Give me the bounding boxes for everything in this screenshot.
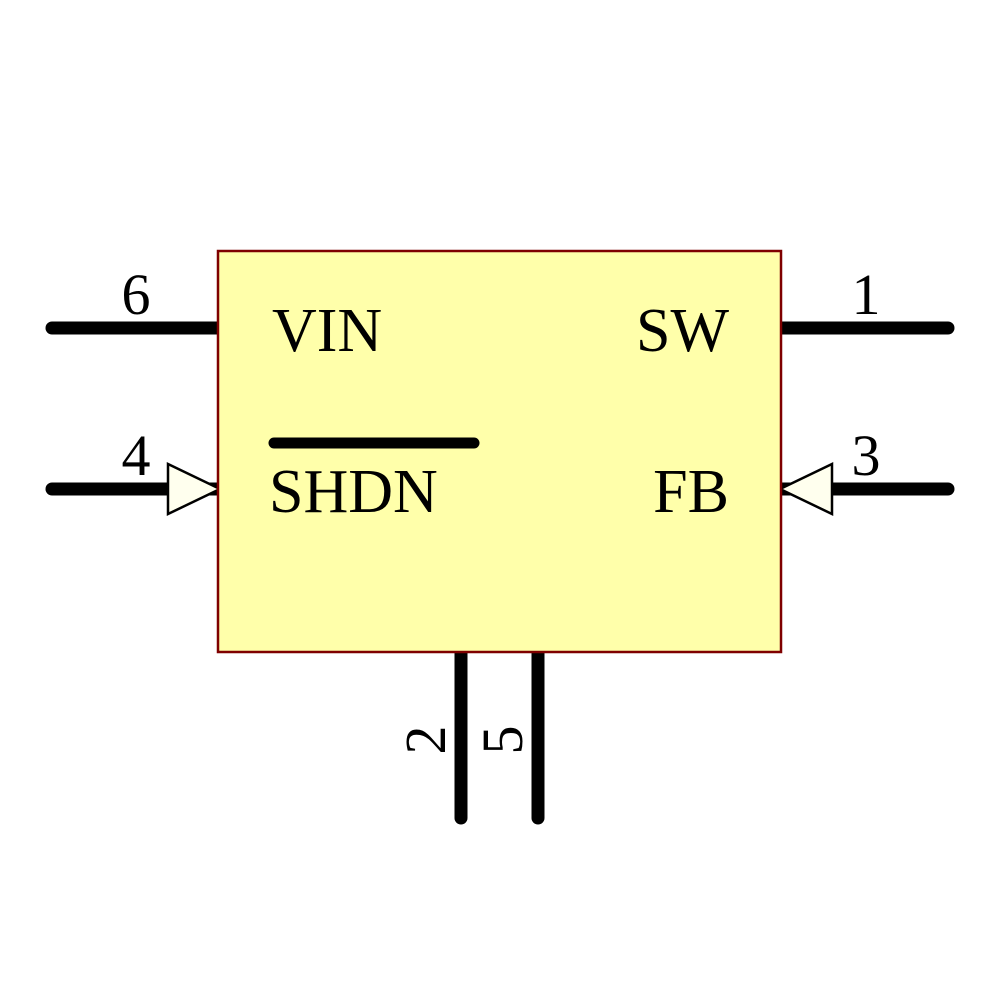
pin-sw-number: 1 bbox=[852, 262, 881, 327]
pin-shdn-number: 4 bbox=[122, 423, 151, 488]
component-body[interactable] bbox=[216, 249, 783, 654]
pin-vin-number: 6 bbox=[122, 262, 151, 327]
pin-shdn-input-arrow-icon bbox=[166, 462, 223, 516]
pin-fb-number: 3 bbox=[852, 423, 881, 488]
pin-gnd-a-number: 2 bbox=[393, 726, 458, 755]
pin-vin-label: VIN bbox=[272, 297, 382, 365]
pin-sw-label: SW bbox=[636, 297, 729, 365]
pin-fb[interactable] bbox=[771, 462, 955, 516]
pin-shdn-label: SHDN bbox=[269, 458, 438, 526]
pin-gnd-b-number: 5 bbox=[470, 726, 535, 755]
pin-shdn[interactable] bbox=[45, 462, 229, 516]
pin-fb-input-arrow-icon bbox=[777, 462, 834, 516]
pin-fb-label: FB bbox=[653, 458, 729, 526]
